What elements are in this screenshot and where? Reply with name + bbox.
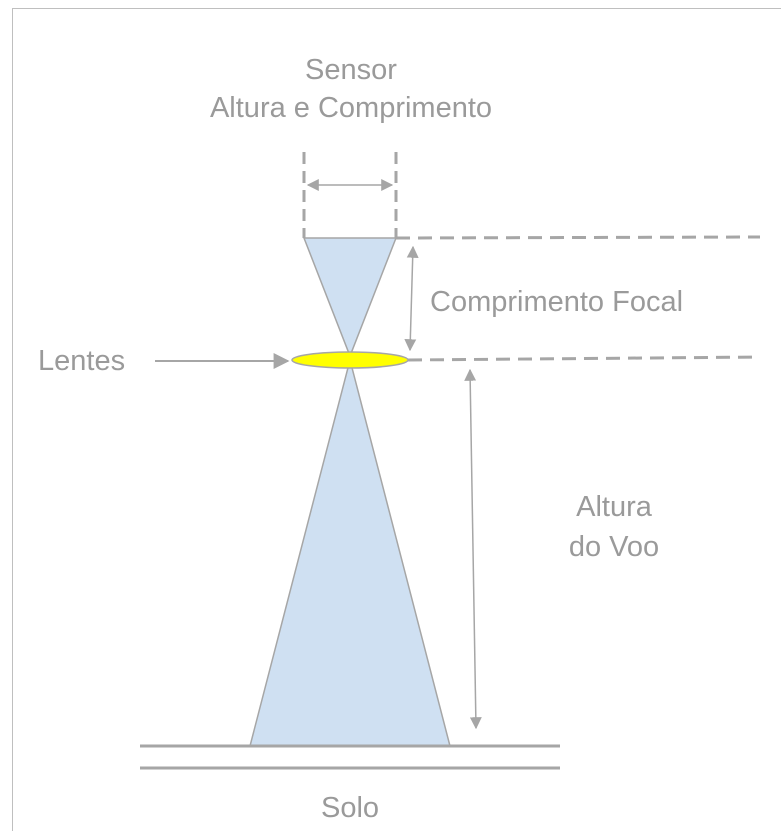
lens-label: Lentes <box>38 345 126 377</box>
lens-ellipse <box>291 351 409 369</box>
flight-height-label-line2: do Voo <box>568 531 660 563</box>
sensor-subtitle: Altura e Comprimento <box>209 92 493 124</box>
sensor-cone <box>302 237 398 359</box>
flight-height-label-line1: Altura <box>576 491 652 523</box>
sensor-title: Sensor <box>305 54 397 86</box>
lens-plane-dashed-line <box>407 355 761 362</box>
ground-label: Solo <box>320 792 380 824</box>
diagram-frame <box>12 8 781 831</box>
ground-cone <box>249 357 451 747</box>
flight-height-arrow <box>464 368 482 730</box>
focal-length-arrow <box>404 245 419 352</box>
focal-length-label: Comprimento Focal <box>430 286 684 318</box>
sensor-plane-dashed-line <box>395 235 761 240</box>
